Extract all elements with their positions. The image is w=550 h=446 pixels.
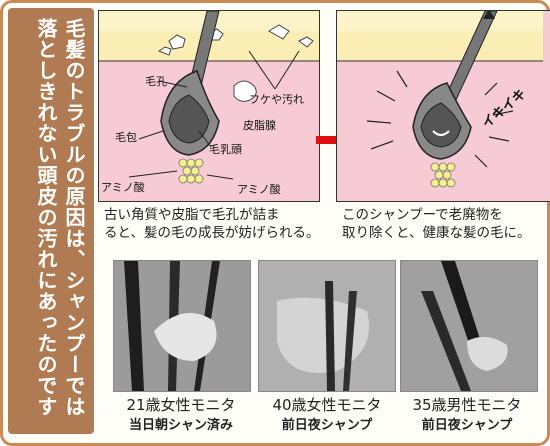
photo-3-sublabel: 前日夜シャンプ [421, 418, 513, 433]
diagram-clogged-pore: 毛孔 フケや汚れ 皮脂腺 毛包 毛乳頭 アミノ酸 アミノ酸 [98, 10, 320, 202]
caption-right: このシャンプーで老廃物を 取り除くと、健康な髪の毛に。 [342, 206, 530, 242]
caption-left-line1: 古い角質や皮脂で毛孔が詰ま [104, 207, 280, 223]
label-sebaceous: 皮脂腺 [243, 119, 276, 132]
clean-scalp-illustration [337, 11, 543, 188]
photo-2-label: 40歳女性モニタ [272, 396, 382, 414]
label-amino-left: アミノ酸 [101, 181, 145, 194]
photo-3-label: 35歳男性モニタ [412, 396, 522, 414]
label-pore: 毛孔 [145, 75, 167, 88]
label-amino-right: アミノ酸 [237, 183, 281, 196]
headline-text: 毛髪のトラブルの原因は、シャンプーでは落としきれない頭皮の汚れにあったのです [34, 18, 86, 417]
headline-background [8, 8, 94, 434]
label-follicle: 毛包 [115, 131, 137, 144]
caption-right-line1: このシャンプーで老廃物を [342, 207, 503, 223]
diagram-clean-pore: イキイキ [336, 10, 550, 202]
label-dandruff: フケや汚れ [249, 93, 304, 106]
caption-left: 古い角質や皮脂で毛孔が詰ま ると、髪の毛の成長が妨げられる。 [104, 206, 319, 242]
photo-1-label: 21歳女性モニタ [126, 396, 236, 414]
clogged-scalp-illustration [99, 11, 319, 184]
caption-left-line2: ると、髪の毛の成長が妨げられる。 [104, 225, 320, 241]
scalp-photo-3 [400, 260, 538, 392]
photo-2-sublabel: 前日夜シャンプ [281, 418, 373, 433]
caption-right-line2: 取り除くと、健康な髪の毛に。 [342, 225, 531, 241]
label-papilla: 毛乳頭 [209, 143, 242, 156]
photo-1-sublabel: 当日朝シャン済み [128, 418, 233, 433]
scalp-photo-1 [113, 260, 251, 392]
scalp-photo-2 [258, 260, 396, 392]
